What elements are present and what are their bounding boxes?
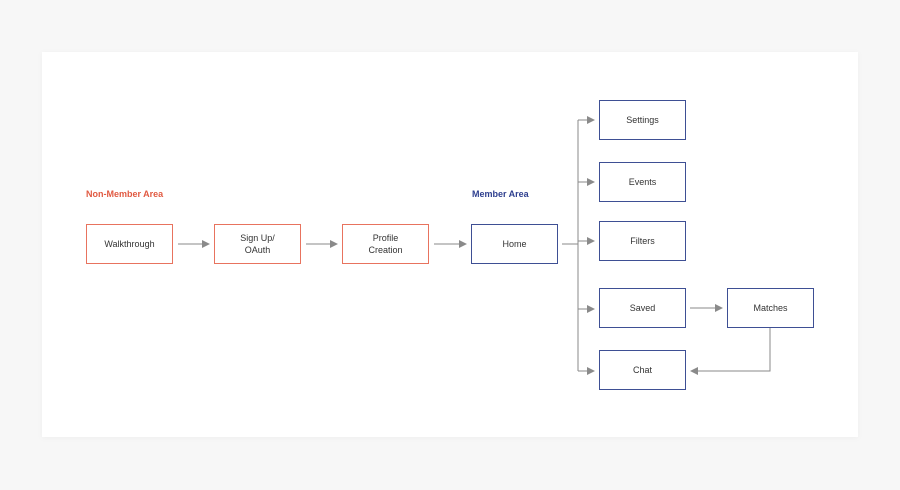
- diagram-canvas: [42, 52, 858, 437]
- settings-node[interactable]: Settings: [599, 100, 686, 140]
- filters-node[interactable]: Filters: [599, 221, 686, 261]
- chat-node[interactable]: Chat: [599, 350, 686, 390]
- events-node-label: Events: [628, 177, 657, 187]
- signup-node-label: Sign Up/ OAuth: [240, 233, 275, 255]
- matches-node-label: Matches: [753, 303, 788, 313]
- member-area-label: Member Area: [472, 189, 529, 199]
- signup-node[interactable]: Sign Up/ OAuth: [214, 224, 301, 264]
- profile-creation-node-label: Profile Creation: [368, 233, 403, 255]
- events-node[interactable]: Events: [599, 162, 686, 202]
- saved-node[interactable]: Saved: [599, 288, 686, 328]
- home-node-label: Home: [502, 239, 527, 249]
- matches-node[interactable]: Matches: [727, 288, 814, 328]
- home-node[interactable]: Home: [471, 224, 558, 264]
- settings-node-label: Settings: [626, 115, 659, 125]
- chat-node-label: Chat: [632, 365, 652, 375]
- profile-creation-node[interactable]: Profile Creation: [342, 224, 429, 264]
- saved-node-label: Saved: [629, 303, 656, 313]
- filters-node-label: Filters: [630, 236, 655, 246]
- walkthrough-node[interactable]: Walkthrough: [86, 224, 173, 264]
- walkthrough-node-label: Walkthrough: [104, 239, 155, 249]
- non-member-area-label: Non-Member Area: [86, 189, 164, 199]
